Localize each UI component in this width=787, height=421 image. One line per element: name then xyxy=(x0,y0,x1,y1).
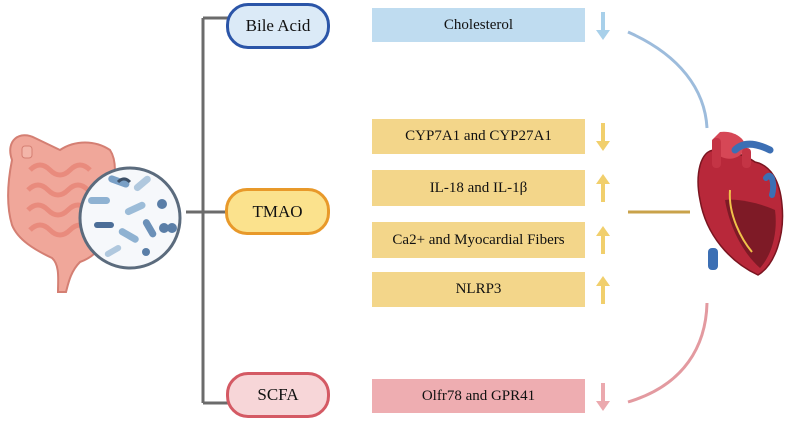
up-arrow-icon xyxy=(596,276,610,304)
down-arrow-icon xyxy=(596,383,610,411)
effect-box-cholesterol: Cholesterol xyxy=(372,8,585,42)
down-arrow-icon xyxy=(596,123,610,151)
scfa-link xyxy=(627,302,709,404)
effect-box-olfr: Olfr78 and GPR41 xyxy=(372,379,585,413)
effect-box-nlrp3: NLRP3 xyxy=(372,272,585,307)
gut-microbiota-illustration xyxy=(7,134,182,293)
heart-illustration xyxy=(697,131,784,276)
bile-acid-pill: Bile Acid xyxy=(226,3,330,49)
effect-box-il: IL-18 and IL-1β xyxy=(372,170,585,206)
up-arrow-icon xyxy=(596,226,610,254)
scfa-pill: SCFA xyxy=(226,372,330,418)
tmao-pill: TMAO xyxy=(225,188,330,235)
down-arrow-icon xyxy=(596,12,610,40)
bile-acid-link xyxy=(627,30,709,129)
effect-box-cyp: CYP7A1 and CYP27A1 xyxy=(372,119,585,154)
up-arrow-icon xyxy=(596,174,610,202)
effect-box-ca: Ca2+ and Myocardial Fibers xyxy=(372,222,585,258)
bracket xyxy=(186,16,228,405)
